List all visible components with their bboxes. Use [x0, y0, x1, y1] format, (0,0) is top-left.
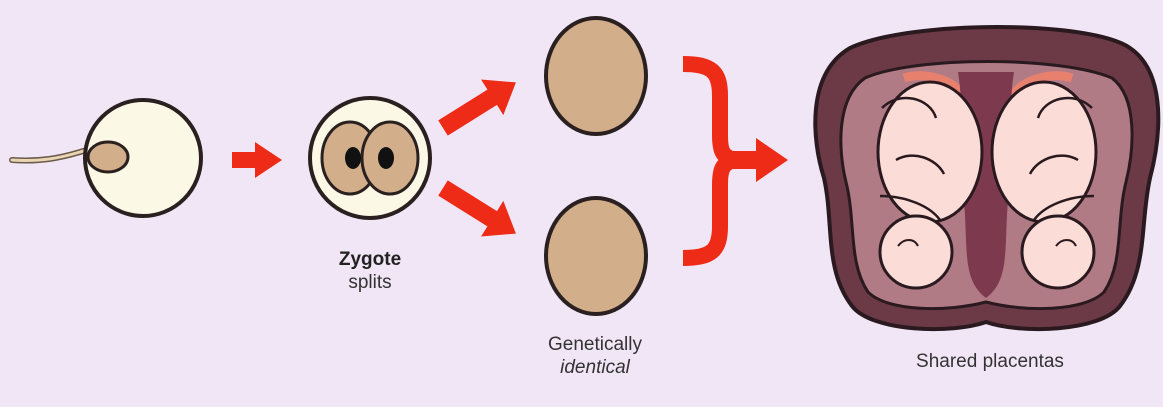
- genetic-label: Genetically identical: [505, 333, 685, 379]
- arrow-up-icon: [432, 65, 527, 146]
- genetic-line1: Genetically: [505, 333, 685, 356]
- arrow-icon: [728, 138, 788, 182]
- zygote-icon: [310, 98, 430, 218]
- uterus-icon: [815, 27, 1158, 329]
- zygote-title: Zygote: [300, 248, 440, 271]
- cell-icon: [546, 198, 646, 314]
- sperm-head-icon: [88, 142, 128, 172]
- zygote-label: Zygote splits: [300, 248, 440, 294]
- fertilization-group: [12, 100, 201, 216]
- shared-label: Shared placentas: [860, 350, 1120, 373]
- arrow-icon: [232, 142, 282, 178]
- arrow-down-icon: [432, 170, 527, 251]
- genetic-line2: identical: [505, 356, 685, 379]
- zygote-subtitle: splits: [300, 271, 440, 294]
- cell-icon: [546, 18, 646, 134]
